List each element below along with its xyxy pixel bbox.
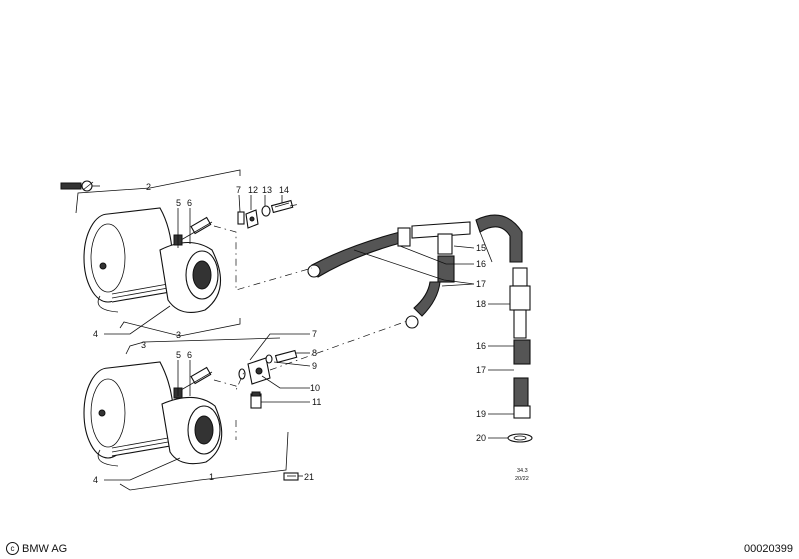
callout-1: 1 [209,472,214,482]
upper-booster-assembly [83,207,222,313]
right-column-parts [507,267,533,443]
callout-10: 10 [310,383,320,393]
upper-fittings [237,199,294,229]
callout-4-upper: 4 [93,329,98,339]
brand-footer: c BMW AG [6,542,67,555]
callout-6-lower: 6 [187,350,192,360]
connection-lines [213,203,411,440]
callout-16-lower: 16 [476,341,486,351]
callout-9: 9 [312,361,317,371]
callout-17-lower: 17 [476,365,486,375]
callout-17-upper: 17 [476,279,486,289]
callout-7-lower: 7 [312,329,317,339]
callout-16-upper: 16 [476,259,486,269]
stamp-line-2: 20/22 [515,476,529,482]
callout-labels: 2 5 6 7 12 13 14 4 3 3 5 6 7 8 9 10 11 4… [93,182,529,485]
brand-name: BMW AG [22,542,68,555]
callout-4-lower: 4 [93,475,98,485]
callout-19: 19 [476,409,486,419]
callout-20: 20 [476,433,486,443]
callout-12: 12 [248,185,258,195]
callout-11: 11 [312,397,321,407]
callout-14: 14 [279,185,289,195]
callout-3-upper: 3 [176,330,181,340]
orientation-symbol-icon [60,180,100,192]
callout-21: 21 [304,472,314,482]
callout-3-lower: 3 [141,340,146,350]
leader-lines [75,169,514,491]
notice-box-icon [283,472,303,481]
document-number: 00020399 [744,543,793,555]
callout-5-lower: 5 [176,350,181,360]
callout-18: 18 [476,299,486,309]
callout-13: 13 [262,185,272,195]
callout-7-upper: 7 [236,185,241,195]
copyright-icon: c [6,542,19,555]
callout-2: 2 [146,182,151,192]
callout-15: 15 [476,243,486,253]
vacuum-hoses [307,214,523,329]
callout-6-upper: 6 [187,198,192,208]
callout-5-upper: 5 [176,198,181,208]
lower-booster-assembly [83,361,223,467]
callout-8: 8 [312,348,317,358]
stamp-line-1: 34.3 [517,468,528,474]
lower-fittings [238,349,298,409]
